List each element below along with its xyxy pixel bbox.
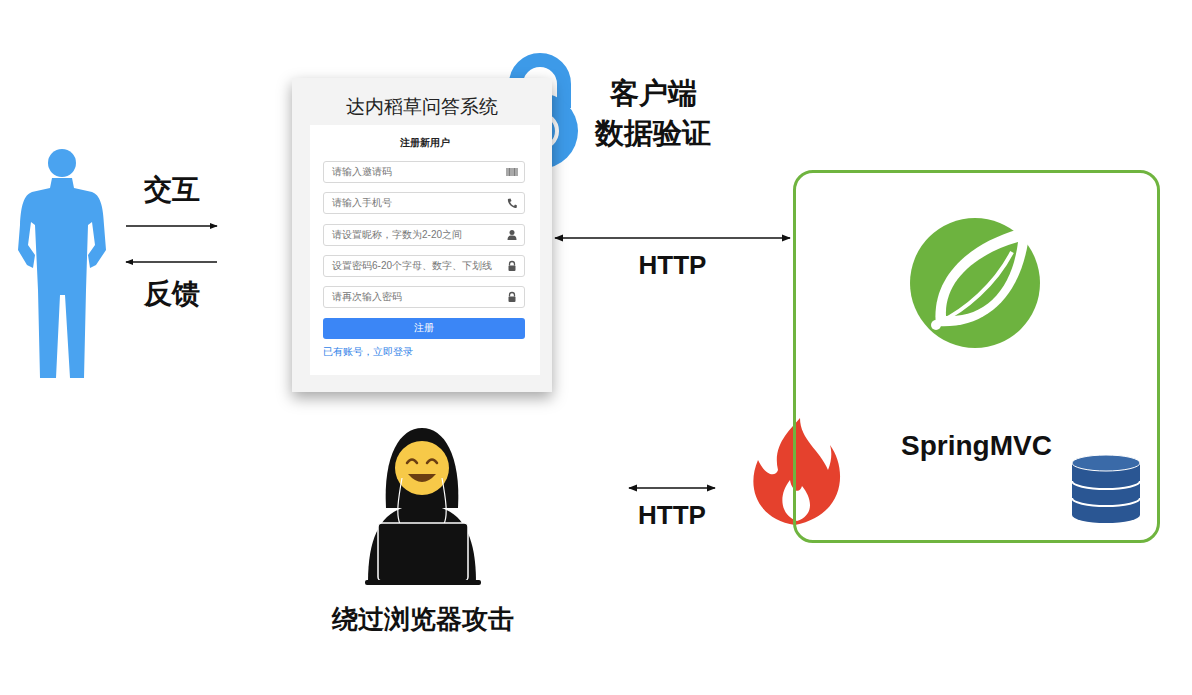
attack-arrow	[629, 487, 715, 489]
barcode-icon	[506, 166, 518, 178]
login-link: 已有账号，立即登录	[323, 346, 413, 358]
submit-button: 注册	[323, 318, 525, 339]
server-name: SpringMVC	[901, 429, 1052, 463]
http-connector	[555, 237, 790, 239]
server-box: SpringMVC	[793, 170, 1160, 543]
placeholder-text: 请再次输入密码	[332, 291, 402, 303]
spring-logo	[910, 218, 1040, 348]
feedback-label: 反馈	[144, 277, 200, 311]
input-field: 请输入邀请码	[323, 161, 525, 183]
attack-caption: 绕过浏览器攻击	[332, 604, 514, 635]
form-panel: 达内稻草问答系统注册新用户已有账号，立即登录 请输入邀请码请输入手机号请设置昵称，…	[292, 78, 552, 392]
protocol-label: HTTP	[639, 250, 707, 281]
form-title: 达内稻草问答系统	[346, 96, 498, 119]
lock-icon	[506, 291, 518, 303]
person-icon	[506, 229, 518, 241]
database-icon	[1072, 455, 1140, 523]
input-field: 请输入手机号	[323, 192, 525, 214]
interact-arrow	[126, 225, 217, 227]
firewall-icon	[753, 418, 840, 525]
input-field: 请再次输入密码	[323, 286, 525, 308]
feedback-arrow	[126, 261, 217, 263]
button-text: 注册	[414, 322, 434, 334]
protocol-label: HTTP	[638, 500, 706, 531]
placeholder-text: 请输入邀请码	[332, 166, 392, 178]
placeholder-text: 请设置昵称，字数为2-20之间	[332, 229, 462, 241]
lock-icon	[506, 260, 518, 272]
interact-label: 交互	[144, 173, 200, 207]
user-figure	[18, 149, 106, 378]
validation-note: 客户端 数据验证	[591, 73, 715, 153]
register-card: 注册新用户已有账号，立即登录 请输入邀请码请输入手机号请设置昵称，字数为2-20之…	[310, 125, 540, 375]
phone-icon	[506, 197, 518, 209]
input-field: 设置密码6-20个字母、数字、下划线	[323, 255, 525, 277]
hacker-figure	[365, 428, 481, 585]
placeholder-text: 请输入手机号	[332, 197, 392, 209]
card-heading: 注册新用户	[400, 137, 450, 149]
input-field: 请设置昵称，字数为2-20之间	[323, 224, 525, 246]
placeholder-text: 设置密码6-20个字母、数字、下划线	[332, 260, 492, 272]
